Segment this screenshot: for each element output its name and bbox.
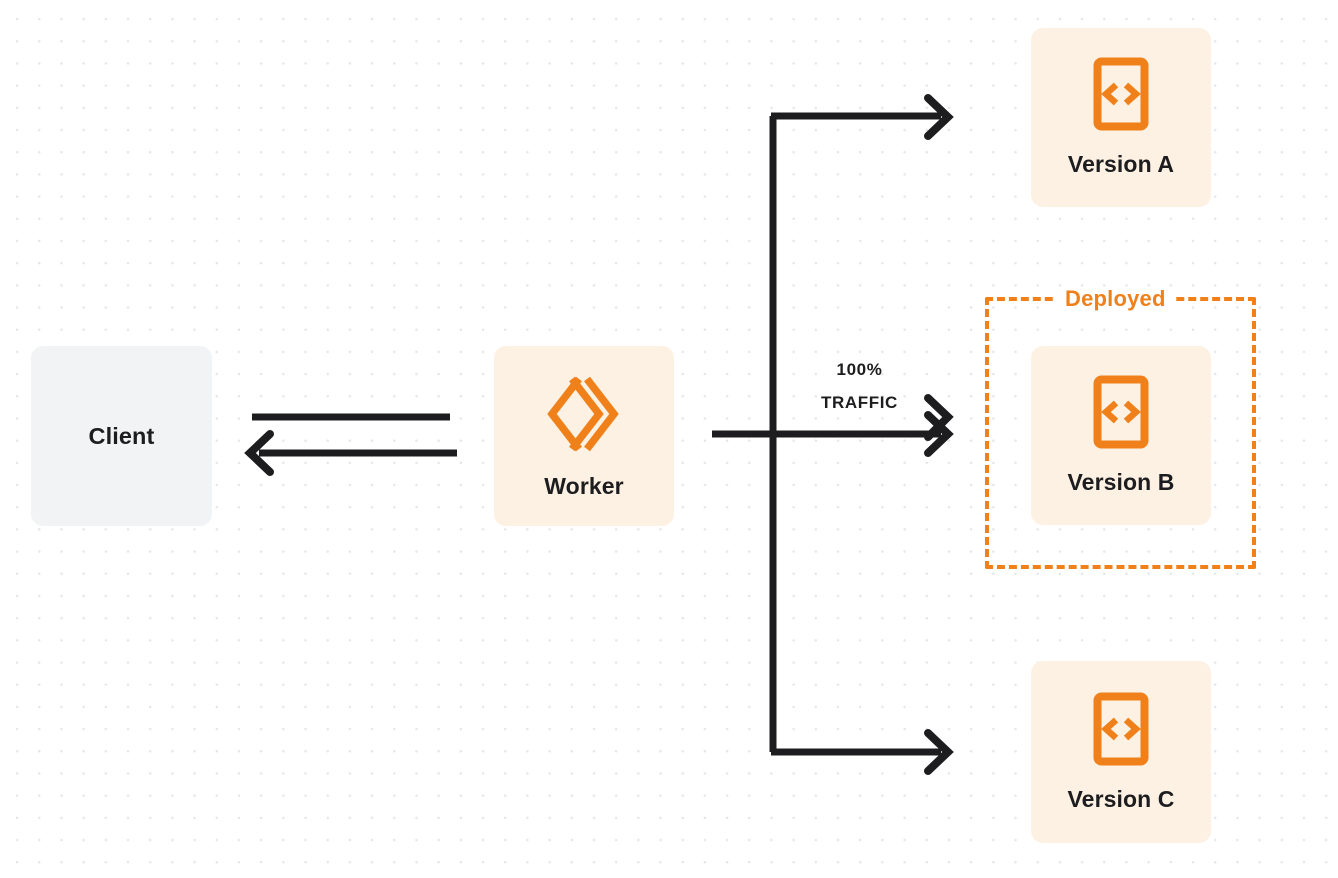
cloudflare-workers-logo-icon [544,373,624,455]
node-client[interactable]: Client [31,346,212,526]
node-version-c[interactable]: Version C [1031,661,1211,843]
node-version-b[interactable]: Version B [1031,346,1211,525]
node-version-a-label: Version A [1067,151,1175,177]
code-document-icon [1093,692,1149,766]
node-version-b-label: Version B [1067,469,1175,495]
node-worker[interactable]: Worker [494,346,674,526]
arrowhead-version-b [924,411,954,457]
deployed-badge: Deployed [1055,288,1176,310]
node-version-a[interactable]: Version A [1031,28,1211,207]
node-client-label: Client [88,422,155,449]
arrowhead-to-client [244,430,274,476]
node-worker-label: Worker [544,472,624,499]
node-version-c-label: Version C [1067,785,1175,812]
arrowhead-version-c [924,729,954,775]
code-document-icon [1093,375,1149,449]
traffic-annotation: 100% TRAFFIC [762,353,957,419]
traffic-percent: 100% [836,360,883,379]
traffic-word: TRAFFIC [821,393,898,413]
arrowhead-version-a [924,94,954,140]
code-document-icon [1093,57,1149,131]
